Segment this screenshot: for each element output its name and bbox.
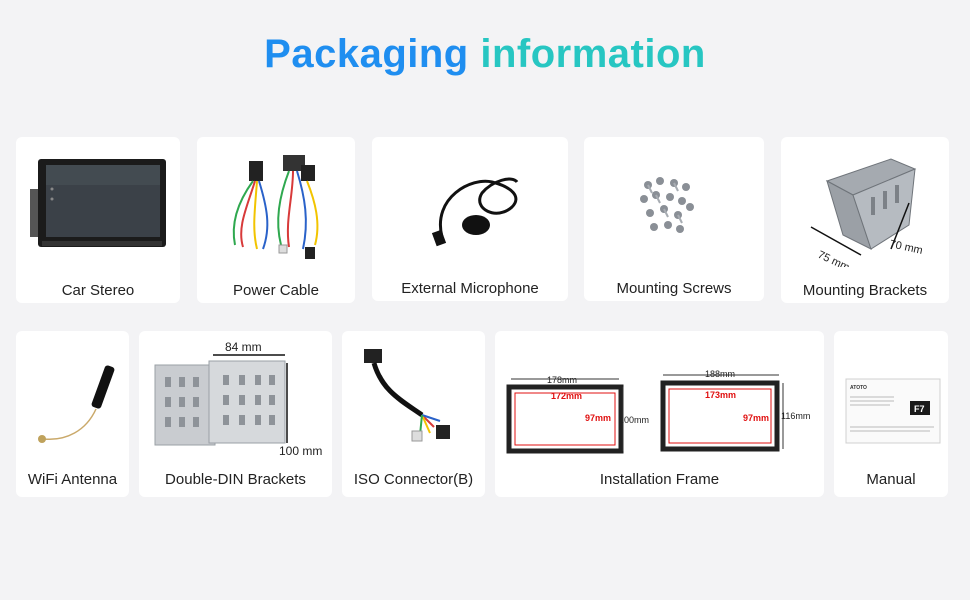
item-card-mounting-screws: Mounting Screws: [584, 137, 764, 301]
ddin-height-label: 100 mm: [279, 444, 322, 458]
item-card-wifi-antenna: WiFi Antenna: [16, 331, 129, 497]
screws-icon: [640, 177, 694, 233]
frame2-inner-height: 97mm: [743, 413, 769, 423]
frame1-inner-width: 172mm: [551, 391, 582, 401]
item-label: Mounting Screws: [616, 280, 732, 297]
power-cable-icon: [232, 155, 319, 259]
item-label: Power Cable: [233, 282, 319, 299]
manual-brand: ATOTO: [850, 385, 867, 391]
frame1-outer-height: 100mm: [619, 415, 649, 425]
item-card-power-cable: Power Cable: [197, 137, 355, 303]
item-label: Mounting Brackets: [802, 282, 928, 299]
item-card-external-microphone: External Microphone: [372, 137, 568, 301]
page-title: Packaging information: [0, 32, 970, 77]
manual-model: F7: [914, 404, 925, 414]
title-part-1: Packaging: [264, 32, 469, 76]
item-label: Installation Frame: [599, 471, 720, 488]
item-card-mounting-brackets: 75 mm 70 mm Mounting Brackets: [781, 137, 949, 303]
installation-frame-icon: 178mm 172mm 97mm 100mm 188mm 173mm 97mm …: [506, 369, 810, 454]
item-label: ISO Connector(B): [353, 471, 474, 488]
item-label: Manual: [866, 471, 916, 488]
bracket-height-label: 70 mm: [888, 238, 923, 257]
item-label: External Microphone: [401, 280, 539, 297]
bracket-icon: 75 mm 70 mm: [810, 158, 924, 267]
item-card-installation-frame: 178mm 172mm 97mm 100mm 188mm 173mm 97mm …: [495, 331, 824, 497]
manual-icon: ATOTO F7: [845, 378, 941, 444]
frame1-outer-width: 178mm: [547, 375, 577, 385]
item-label: WiFi Antenna: [27, 471, 118, 488]
car-stereo-icon: [30, 159, 166, 247]
frame2-outer-width: 188mm: [705, 369, 735, 379]
ddin-width-label: 84 mm: [225, 340, 262, 354]
iso-connector-icon: [364, 349, 450, 442]
item-card-iso-connector: ISO Connector(B): [342, 331, 485, 497]
bracket-width-label: 75 mm: [816, 249, 852, 267]
item-label: Double-DIN Brackets: [165, 471, 306, 488]
item-card-car-stereo: Car Stereo: [16, 137, 180, 303]
double-din-bracket-icon: 84 mm 100 mm: [154, 340, 322, 458]
frame2-outer-height: 116mm: [781, 411, 810, 421]
microphone-icon: [431, 177, 519, 247]
frame2-inner-width: 173mm: [705, 390, 736, 400]
frame1-inner-height: 97mm: [585, 413, 611, 423]
antenna-icon: [38, 365, 115, 443]
item-label: Car Stereo: [61, 282, 135, 299]
item-card-manual: ATOTO F7 Manual: [834, 331, 948, 497]
title-part-2: information: [480, 32, 706, 76]
item-card-double-din-brackets: 84 mm 100 mm Double-DIN Brackets: [139, 331, 332, 497]
